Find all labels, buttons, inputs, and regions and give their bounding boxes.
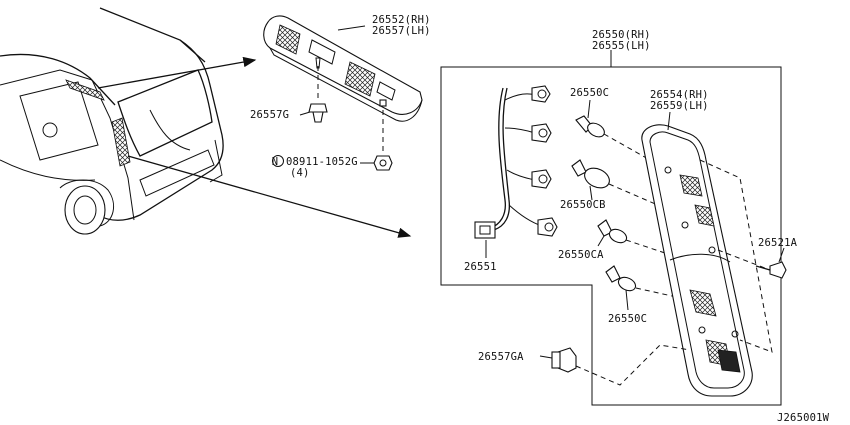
label-lamp-assy-rh: 26550(RH) bbox=[592, 29, 651, 41]
label-bulb-ca: 26550CA bbox=[558, 249, 604, 261]
label-nut-qty: (4) bbox=[290, 167, 310, 179]
n-symbol-circle bbox=[272, 155, 284, 167]
rear-combination-lamp bbox=[641, 124, 773, 397]
assembly-box bbox=[440, 66, 782, 406]
vehicle-rear-illustration bbox=[0, 7, 224, 235]
nut-part bbox=[272, 110, 393, 171]
bulb-26550c-top bbox=[575, 115, 651, 161]
grommet-part bbox=[539, 344, 691, 386]
center-stop-lamp bbox=[263, 15, 423, 122]
label-lens-lh: 26559(LH) bbox=[650, 100, 709, 112]
diagram-code: J265001W bbox=[777, 412, 830, 424]
arrow-to-center-lamp bbox=[97, 56, 257, 89]
clip-part bbox=[299, 57, 328, 123]
label-bulb-c-top: 26550C bbox=[570, 87, 609, 99]
screw-part bbox=[717, 247, 787, 279]
label-harness: 26551 bbox=[464, 261, 497, 273]
wiring-harness bbox=[474, 85, 558, 239]
label-clip: 26557G bbox=[250, 109, 289, 121]
bulb-26550ca bbox=[597, 219, 681, 259]
label-lens-rh: 26554(RH) bbox=[650, 89, 709, 101]
label-bulb-cb: 26550CB bbox=[560, 199, 606, 211]
arrow-to-rear-lamp bbox=[127, 155, 412, 238]
label-bulb-c-bottom: 26550C bbox=[608, 313, 647, 325]
label-screw: 26521A bbox=[758, 237, 798, 249]
label-nut: 08911-1052G bbox=[286, 156, 358, 168]
bulb-26550cb bbox=[571, 159, 661, 207]
label-center-lamp-lh: 26557(LH) bbox=[372, 25, 431, 37]
label-center-lamp-rh: 26552(RH) bbox=[372, 14, 431, 26]
label-grommet: 26557GA bbox=[478, 351, 524, 363]
label-lamp-assy-lh: 26555(LH) bbox=[592, 40, 651, 52]
label-nut-symbol: N bbox=[272, 156, 279, 168]
